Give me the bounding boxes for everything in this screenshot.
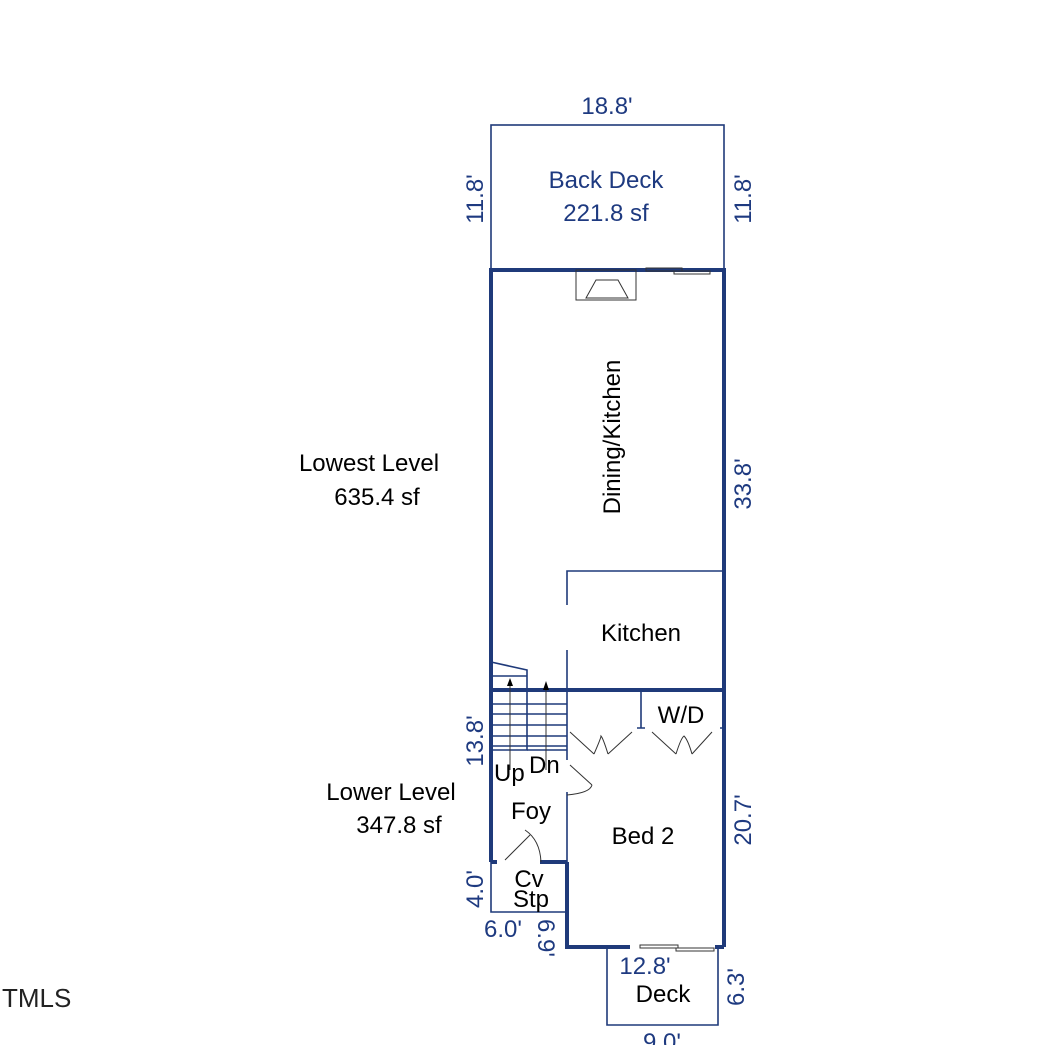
room-bed-2: Bed 2 [612, 823, 675, 850]
level-lower-area: 347.8 sf [356, 812, 442, 839]
room-stp: Stp [513, 886, 549, 913]
bifold-doors-icon [569, 731, 713, 755]
level-lowest-area: 635.4 sf [334, 484, 420, 511]
room-deck: Deck [636, 981, 692, 1008]
kitchen-partition [566, 570, 724, 690]
room-kitchen: Kitchen [601, 620, 681, 647]
room-foyer: Foy [511, 798, 551, 825]
dim-deck-right: 6.3' [723, 968, 750, 1006]
watermark: TMLS [2, 983, 71, 1013]
dim-cv-stp-bottom: 6.0' [484, 916, 522, 943]
stairs-icon [490, 661, 568, 770]
wd-partition [637, 690, 724, 729]
room-back-deck-area: 221.8 sf [563, 200, 649, 227]
deck-sliding-door-icon [639, 944, 715, 952]
entry-door-icon [504, 829, 542, 863]
dim-cv-stp-left: 4.0' [462, 870, 489, 908]
dim-cv-stp-right: 6.9' [532, 919, 559, 957]
dim-lower-right: 20.7' [730, 794, 757, 845]
dim-lowest-right: 33.8' [730, 458, 757, 509]
room-cv: Cv [514, 866, 543, 893]
fireplace-icon [575, 269, 637, 301]
dim-deck-bottom: 9.0' [643, 1029, 681, 1045]
sliding-door-icon [645, 267, 711, 275]
level-lowest-name: Lowest Level [299, 450, 439, 477]
back-deck-outline [490, 124, 725, 271]
dim-back-deck-width: 18.8' [581, 93, 632, 120]
stairs-dn: Dn [529, 752, 560, 779]
cv-stp-outline [490, 862, 567, 913]
deck-outline [606, 947, 719, 1026]
room-back-deck: Back Deck [549, 167, 665, 194]
dim-deck-top: 12.8' [619, 953, 670, 980]
room-dining-kitchen: Dining/Kitchen [599, 360, 626, 515]
stairs-up: Up [494, 760, 525, 787]
level-lower-name: Lower Level [326, 779, 455, 806]
dim-back-deck-right: 11.8' [730, 174, 757, 224]
room-wd: W/D [658, 702, 705, 729]
dim-lower-left: 13.8' [462, 715, 489, 766]
bed-door-icon [566, 764, 593, 796]
dim-back-deck-left: 11.8' [462, 174, 489, 224]
